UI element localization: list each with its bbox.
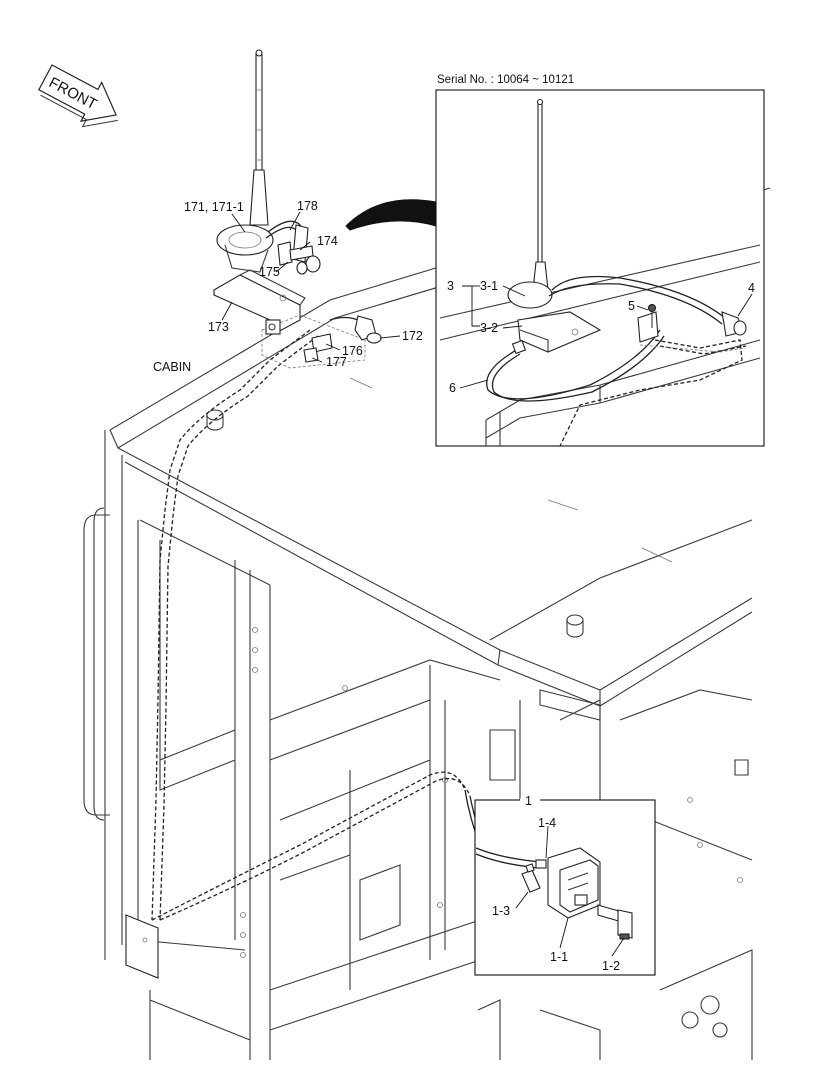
serial-inset: Serial No. : 10064 ~ 10121 — [435, 74, 765, 447]
pillar-plate — [125, 914, 159, 979]
main-leaders — [221, 211, 401, 363]
label-assembly-1: 1 — [525, 794, 532, 808]
label-cable-178: 178 — [297, 199, 318, 213]
roof-antenna-assembly — [213, 49, 382, 369]
main-labels: 171, 171-1 178 174 175 173 176 177 172 C… — [153, 199, 423, 374]
label-antenna-3-1: 3-1 — [480, 279, 498, 293]
label-bracket-173: 173 — [208, 320, 229, 334]
door-handle — [83, 507, 110, 821]
inset-pointer — [345, 199, 437, 231]
label-clamp-176: 176 — [342, 344, 363, 358]
label-nut-175: 175 — [259, 265, 280, 279]
label-connector-172: 172 — [402, 329, 423, 343]
front-arrow: FRONT — [38, 64, 118, 128]
label-connector-4: 4 — [748, 281, 755, 295]
label-plug-1-2: 1-2 — [602, 959, 620, 973]
label-group-3: 3 — [447, 279, 454, 293]
label-bolt-5: 5 — [628, 299, 635, 313]
cabin-frame — [104, 430, 753, 1060]
label-cable-6: 6 — [449, 381, 456, 395]
radio-inset: 1 1-4 1-3 1-1 1-2 — [474, 794, 656, 976]
label-fuse-1-3: 1-3 — [492, 904, 510, 918]
label-radio-1-1: 1-1 — [550, 950, 568, 964]
label-bracket-3-2: 3-2 — [480, 321, 498, 335]
label-bolt-174: 174 — [317, 234, 338, 248]
label-antenna: 171, 171-1 — [184, 200, 244, 214]
serial-label: Serial No. : 10064 ~ 10121 — [437, 74, 574, 86]
small-bolts — [240, 627, 743, 958]
label-harness-1-4: 1-4 — [538, 816, 556, 830]
label-screw-177: 177 — [326, 355, 347, 369]
label-cabin: CABIN — [153, 360, 191, 374]
